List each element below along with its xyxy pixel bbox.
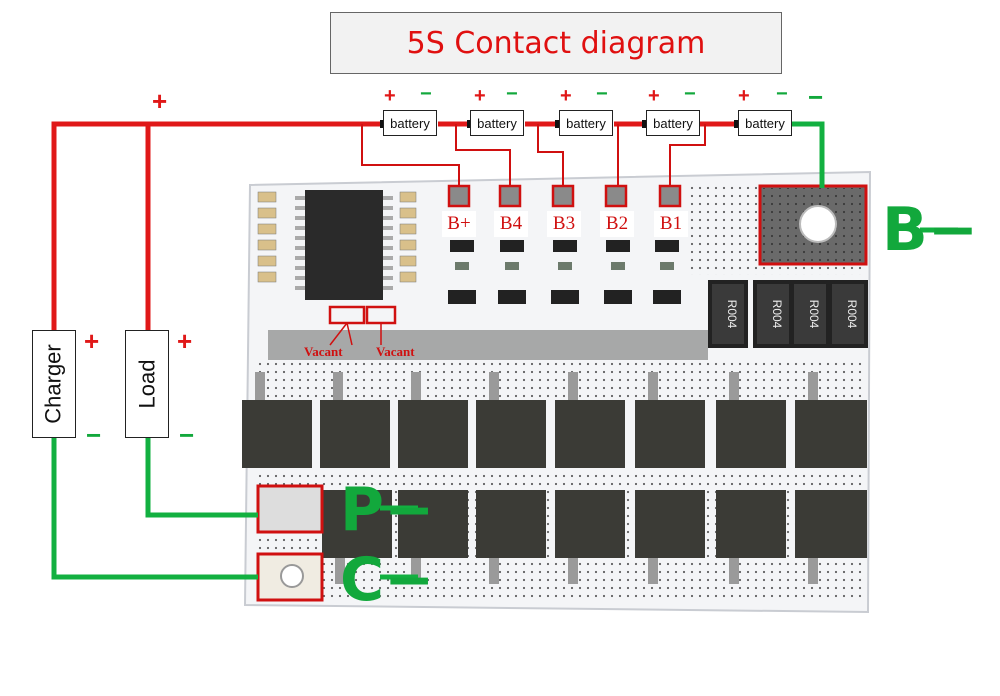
- charger-minus: −: [86, 420, 102, 450]
- chip-pins-right: [383, 196, 393, 290]
- battery-1: battery: [383, 110, 437, 136]
- load-label: Load: [134, 359, 160, 409]
- svg-text:R004: R004: [725, 300, 739, 329]
- mosfet-legs-top: [255, 372, 818, 400]
- battery-1-minus: −: [420, 83, 432, 105]
- b-minus-mount-hole: [799, 205, 837, 243]
- diagram-title: 5S Contact diagram: [330, 12, 782, 74]
- mosfet-row-top: [242, 400, 867, 468]
- smd-components-left: [257, 191, 417, 283]
- cell-channel-components: [448, 240, 681, 304]
- pin-label-b1: B1: [654, 211, 688, 237]
- terminal-label-p-minus: P−: [340, 475, 435, 545]
- vacant-label-1: Vacant: [304, 344, 343, 359]
- pcb-hole-grid-mid: [255, 360, 865, 400]
- battery-4-plus: +: [648, 85, 660, 107]
- battery-2-plus: +: [474, 85, 486, 107]
- vacant-leader-2: [346, 322, 353, 346]
- battery-3: battery: [559, 110, 613, 136]
- mosfet-row-bottom: [322, 490, 867, 558]
- svg-text:R004: R004: [807, 300, 821, 329]
- p-minus-pad: [256, 484, 324, 534]
- battery-5-minus: −: [776, 83, 788, 105]
- load-box: Load: [125, 330, 169, 438]
- battery-5-plus: +: [738, 85, 750, 107]
- positive-wiring: [51, 121, 738, 330]
- shunt-resistors: R004 R004 R004 R004: [708, 280, 868, 348]
- battery-2: battery: [470, 110, 524, 136]
- balance-wiring: [361, 124, 706, 186]
- chip-pins-left: [295, 196, 305, 290]
- charger-label: Charger: [41, 344, 67, 424]
- pin-label-b2: B2: [600, 211, 634, 237]
- charger-plus: +: [84, 326, 100, 356]
- battery-5: battery: [738, 110, 792, 136]
- svg-text:R004: R004: [845, 300, 859, 329]
- svg-text:R004: R004: [770, 300, 784, 329]
- load-minus: −: [179, 420, 195, 450]
- negative-wiring: [51, 121, 958, 580]
- battery-4-minus: −: [684, 83, 696, 105]
- load-plus: +: [177, 326, 193, 356]
- terminal-label-b-minus: B−: [882, 195, 979, 265]
- battery-2-minus: −: [506, 83, 518, 105]
- bms-chip: [305, 190, 383, 300]
- mosfet-legs-bottom: [335, 558, 818, 584]
- vacant-leader-1: [329, 322, 348, 346]
- battery-3-plus: +: [560, 85, 572, 107]
- c-minus-mount-hole: [280, 564, 304, 588]
- positive-bus-sign: +: [152, 86, 168, 116]
- pack-negative-sign: −: [808, 82, 824, 112]
- charger-box: Charger: [32, 330, 76, 438]
- battery-1-plus: +: [384, 85, 396, 107]
- pin-label-b-plus: B+: [442, 211, 476, 237]
- terminal-label-c-minus: C−: [340, 545, 435, 615]
- battery-4: battery: [646, 110, 700, 136]
- vacant-label-2: Vacant: [376, 344, 415, 359]
- battery-3-minus: −: [596, 83, 608, 105]
- pin-label-b4: B4: [494, 211, 528, 237]
- copper-strip: [268, 330, 708, 360]
- pin-label-b3: B3: [547, 211, 581, 237]
